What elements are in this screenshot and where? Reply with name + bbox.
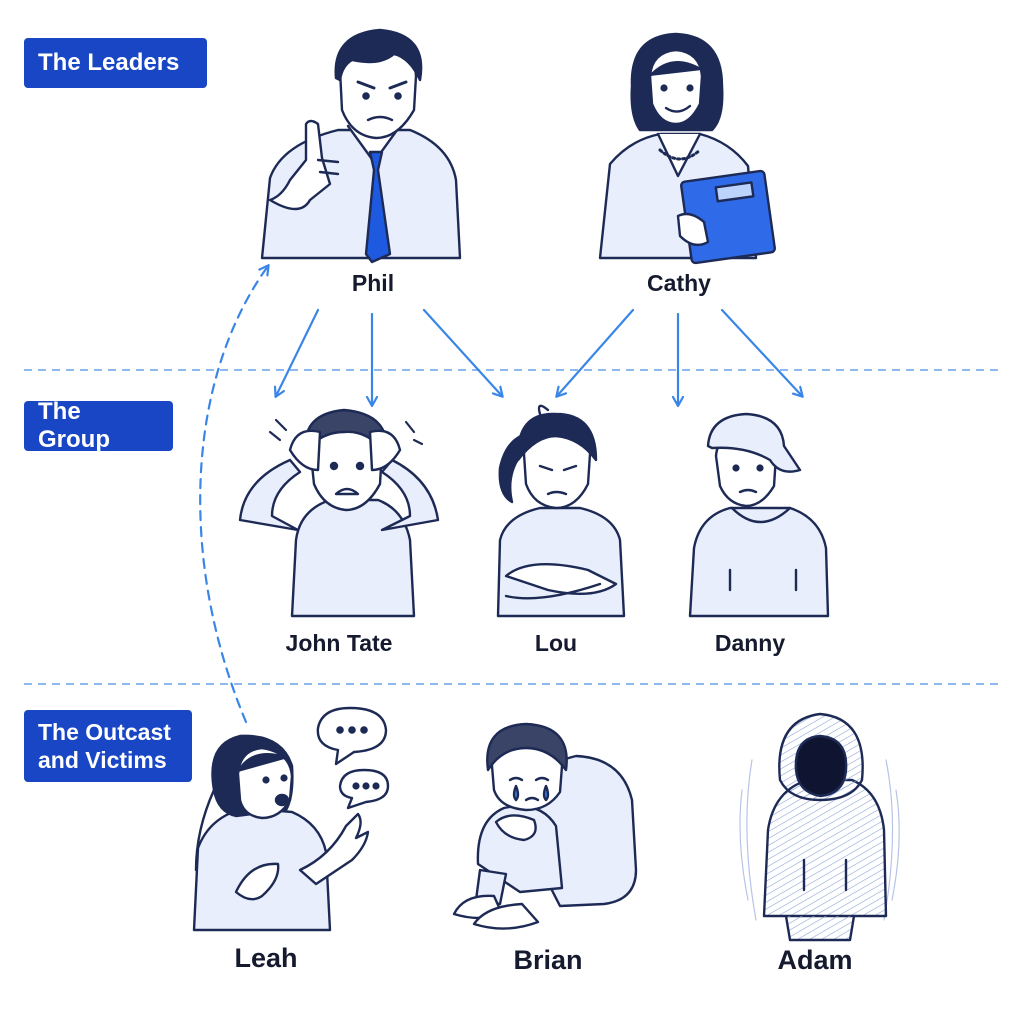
name-brian: Brian xyxy=(513,945,583,975)
influence-arrows xyxy=(199,266,802,724)
cap xyxy=(706,412,802,473)
speech-bubble-small-icon xyxy=(338,768,390,810)
name-john-tate: John Tate xyxy=(285,630,393,656)
stress-marks-icon xyxy=(268,418,424,446)
arrow-cathy-to-danny-2 xyxy=(720,308,802,396)
speech-bubble-ellipsis-icon xyxy=(316,706,388,766)
name-leah: Leah xyxy=(234,943,298,973)
name-phil: Phil xyxy=(351,270,395,296)
cathy-figure xyxy=(598,32,776,265)
danny-figure xyxy=(688,412,830,618)
name-danny: Danny xyxy=(714,630,786,656)
name-lou: Lou xyxy=(534,630,578,656)
adam-figure xyxy=(739,712,900,942)
arrow-cathy-to-lou xyxy=(557,308,635,396)
tear-drop-icon xyxy=(512,784,550,802)
isolation-aura xyxy=(739,759,900,921)
phil-figure xyxy=(260,28,462,264)
tier-label-outcast: The Outcast and Victims xyxy=(24,710,192,782)
leah-figure xyxy=(192,706,390,932)
arrow-phil-to-lou xyxy=(422,308,502,396)
name-adam: Adam xyxy=(777,945,853,975)
john-tate-figure xyxy=(238,408,440,618)
tier-label-group: The Group xyxy=(24,398,173,453)
brian-figure xyxy=(452,722,638,930)
lou-figure xyxy=(496,404,626,618)
arrow-phil-to-john xyxy=(276,308,320,396)
tie xyxy=(364,150,392,264)
tier-label-leaders: The Leaders xyxy=(24,38,207,88)
arrow-leah-to-phil xyxy=(199,266,268,724)
name-cathy: Cathy xyxy=(647,270,711,296)
